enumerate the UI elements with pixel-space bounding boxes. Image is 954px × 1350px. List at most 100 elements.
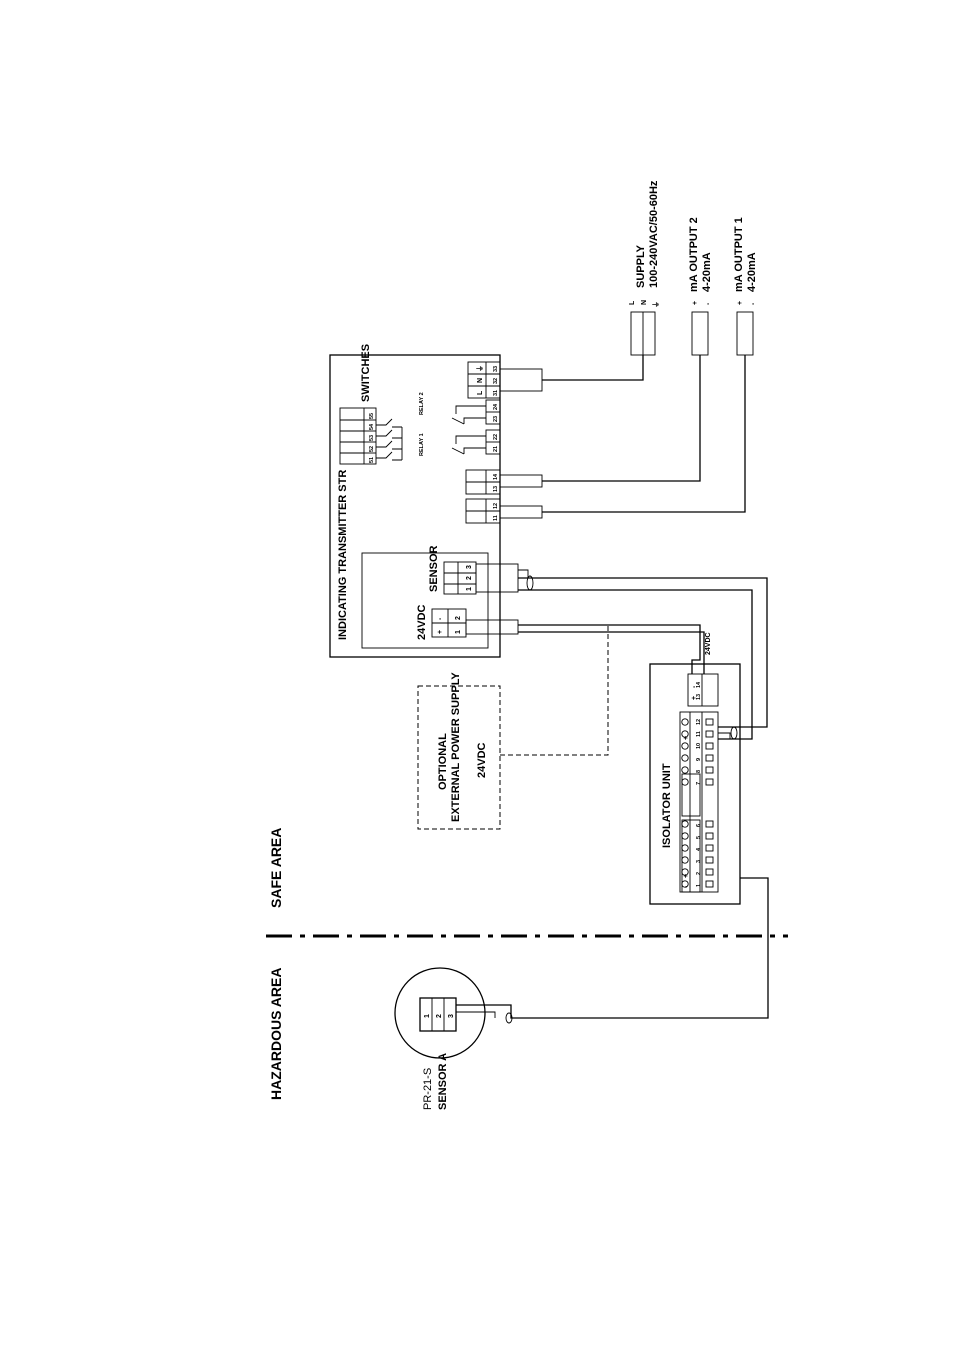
tx-power-terminal-2: 2 (455, 616, 462, 620)
terminal-clamp-icon (705, 856, 714, 864)
relay2-label: RELAY 2 (419, 392, 425, 415)
iso-polarity-minus: - (683, 885, 690, 888)
sensor-cable (456, 877, 769, 1019)
sensor-terminal-3: 3 (448, 1014, 455, 1018)
terminal-screw-icon (681, 820, 689, 828)
output2-mark-minus: - (705, 302, 712, 305)
iso-power-minus: - (691, 685, 698, 688)
sensor-housing (394, 967, 486, 1059)
relay1-contact (451, 435, 486, 455)
terminal-screw-icon (681, 778, 689, 786)
mains-mark-l: L (477, 390, 484, 395)
switch-terminal-51: 51 (369, 457, 375, 463)
sensor-terminal-1: 1 (424, 1014, 431, 1018)
relay1-terminal-22: 22 (493, 434, 499, 440)
ext-supply-wire (500, 625, 609, 756)
iso-terminal-6: 6 (696, 824, 702, 827)
iso-terminal-11: 11 (696, 731, 702, 737)
sensor-name: SENSOR A (437, 1053, 449, 1110)
iso-terminal-4: 4 (696, 847, 702, 851)
iso-terminal-8: 8 (696, 770, 702, 773)
ext-supply-line3: 24VDC (476, 742, 488, 778)
switch-contacts (376, 418, 403, 461)
switch-terminal-52: 52 (369, 446, 375, 452)
iso-terminal-1: 1 (696, 884, 702, 887)
relay1-label: RELAY 1 (419, 433, 425, 456)
terminal-clamp-icon (705, 766, 714, 774)
terminal-clamp-icon (705, 820, 714, 828)
iso-terminal-13: 13 (696, 694, 702, 700)
terminal-clamp-icon (705, 718, 714, 726)
ext-supply-line1: OPTIONAL (437, 733, 449, 790)
terminal-clamp-icon (705, 778, 714, 786)
terminal-screw-icon (681, 880, 689, 888)
isolator-title: ISOLATOR UNIT (661, 763, 673, 848)
switch-terminal-54: 54 (369, 423, 375, 430)
mains-terminal-33: 33 (493, 366, 499, 372)
iso-terminal-9: 9 (696, 758, 702, 761)
iso-supply-wire (518, 624, 701, 674)
supply-mark-l: L (629, 300, 636, 305)
iso-terminal-10: 10 (696, 743, 702, 749)
output2-label: mA OUTPUT 2 (688, 217, 700, 292)
terminal-screw-icon (681, 856, 689, 864)
iso-polarity-plus: + (683, 874, 690, 878)
supply-mark-earth: ⏚ (652, 301, 660, 308)
tx-power-mark-plus: + (437, 630, 444, 634)
terminal-screw-icon (681, 742, 689, 750)
tx-sensor-terminal-2: 2 (466, 576, 473, 580)
output1-mark-plus: + (737, 301, 744, 305)
iso-terminal-2: 2 (696, 872, 702, 875)
output2-range: 4-20mA (701, 252, 713, 292)
mains-terminal-31: 31 (493, 390, 499, 396)
output2-wire (542, 355, 701, 482)
relay2-terminal-24: 24 (493, 403, 499, 410)
terminal-screw-icon (681, 718, 689, 726)
switch-terminal-53: 53 (369, 435, 375, 441)
isolator-unit: ISOLATOR UNIT 1 2 3 4 5 6 7 8 9 10 11 12… (649, 663, 741, 905)
sensor-terminal-2: 2 (436, 1014, 443, 1018)
tx-out2-terminal-14: 14 (493, 473, 499, 480)
supply-mark-n: N (641, 300, 648, 305)
indicating-transmitter: INDICATING TRANSMITTER STR 24VDC + - 1 2… (329, 344, 543, 658)
iso-terminal-5: 5 (696, 836, 702, 839)
output2-cable-end (691, 311, 709, 356)
tx-power-label: 24VDC (416, 604, 428, 640)
supply-wire (542, 355, 644, 381)
terminal-clamp-icon (705, 844, 714, 852)
tx-sensor-terminal-3: 3 (466, 565, 473, 569)
output1-cable-end (736, 311, 754, 356)
output1-wire (542, 355, 746, 513)
terminal-screw-icon (681, 832, 689, 840)
switch-terminal-55: 55 (369, 413, 375, 419)
iso-supply-label: 24VDC (705, 632, 712, 655)
relay2-contact (451, 405, 486, 425)
iso-terminal-12: 12 (696, 719, 702, 725)
external-power-supply: OPTIONAL EXTERNAL POWER SUPPLY 24VDC (417, 672, 501, 830)
transmitter-title: INDICATING TRANSMITTER STR (337, 470, 349, 640)
mains-terminal-32: 32 (493, 378, 499, 384)
terminal-screw-icon (681, 754, 689, 762)
relay1-terminal-21: 21 (493, 446, 499, 452)
tx-power-terminal-1: 1 (455, 630, 462, 634)
terminal-clamp-icon (705, 742, 714, 750)
terminal-clamp-icon (705, 730, 714, 738)
tx-out2-terminal-13: 13 (493, 486, 499, 492)
supply-voltage: 100-240VAC/50-60Hz (648, 180, 660, 288)
output1-mark-minus: - (750, 302, 757, 305)
tx-sensor-terminal-1: 1 (466, 587, 473, 591)
mains-mark-earth: ⏚ (476, 365, 484, 372)
terminal-clamp-icon (705, 868, 714, 876)
iso-terminal-3: 3 (696, 860, 702, 863)
iso-to-transmitter-cable (518, 577, 768, 728)
switches-label: SWITCHES (360, 344, 372, 402)
mains-mark-n: N (477, 378, 484, 383)
iso-power-plus: + (691, 696, 698, 700)
supply-label: SUPPLY (635, 244, 647, 288)
sensor-model: PR-21-S (422, 1068, 434, 1110)
terminal-clamp-icon (705, 880, 714, 888)
output2-mark-plus: + (692, 301, 699, 305)
terminal-clamp-icon (705, 754, 714, 762)
output1-range: 4-20mA (746, 252, 758, 292)
